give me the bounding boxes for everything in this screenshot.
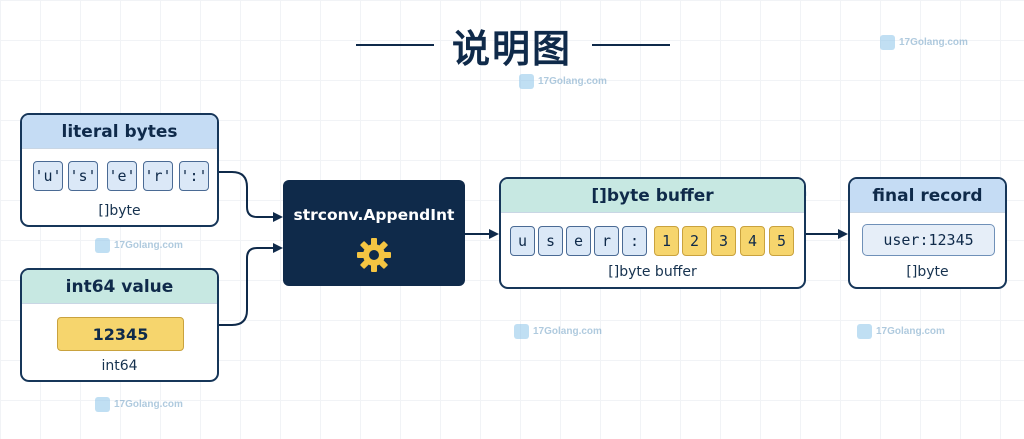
watermark-logo-icon [519,74,534,89]
title-area: 说明图 [0,18,1024,71]
watermark-logo-icon [95,238,110,253]
final-record-type: []byte [906,264,949,280]
literal-bytes-type: []byte [98,203,141,219]
watermark: 17Golang.com [519,74,607,89]
byte-buffer-card: []byte buffer u s e r : 1 2 3 4 5 []byte… [499,177,806,289]
byte-buffer-type: []byte buffer [608,264,697,280]
append-int-function: strconv.AppendInt [283,180,465,286]
byte-chip: 'e' [107,161,137,191]
buffer-digit-chip: 1 [654,226,679,256]
watermark-logo-icon [880,35,895,50]
int64-value-card: int64 value 12345 int64 [20,268,219,382]
literal-bytes-header: literal bytes [22,115,217,149]
final-record-value: user:12345 [862,224,995,256]
gear-icon [357,238,391,272]
buffer-digit-chip: 2 [682,226,707,256]
diagram-title: 说明图 [451,27,572,71]
watermark: 17Golang.com [514,324,602,339]
int64-value-header: int64 value [22,270,217,304]
buffer-byte-chip: s [538,226,563,256]
arrow-literal-to-func [219,171,283,222]
watermark-logo-icon [857,324,872,339]
buffer-digit-chip: 4 [740,226,765,256]
buffer-digit-chip: 3 [711,226,736,256]
arrow-int64-to-func [219,243,283,326]
int64-value-type: int64 [101,358,138,374]
int64-value-box: 12345 [57,317,184,351]
watermark-logo-icon [95,397,110,412]
buffer-byte-chip: r [594,226,619,256]
buffer-byte-chip: u [510,226,535,256]
literal-bytes-card: literal bytes 'u' 's' 'e' 'r' ':' []byte [20,113,219,227]
buffer-byte-chip: : [622,226,647,256]
title-rule-right [592,44,670,46]
final-record-card: final record user:12345 []byte [848,177,1007,289]
final-record-header: final record [850,179,1005,213]
byte-chip: ':' [179,161,209,191]
watermark-logo-icon [514,324,529,339]
byte-chip: 's' [68,161,98,191]
watermark: 17Golang.com [857,324,945,339]
buffer-byte-chip: e [566,226,591,256]
title-rule-left [356,44,434,46]
byte-chip: 'u' [33,161,63,191]
byte-buffer-header: []byte buffer [501,179,804,213]
byte-chip: 'r' [143,161,173,191]
watermark: 17Golang.com [880,35,968,50]
function-name: strconv.AppendInt [293,206,455,224]
buffer-digit-chip: 5 [769,226,794,256]
watermark: 17Golang.com [95,397,183,412]
watermark: 17Golang.com [95,238,183,253]
